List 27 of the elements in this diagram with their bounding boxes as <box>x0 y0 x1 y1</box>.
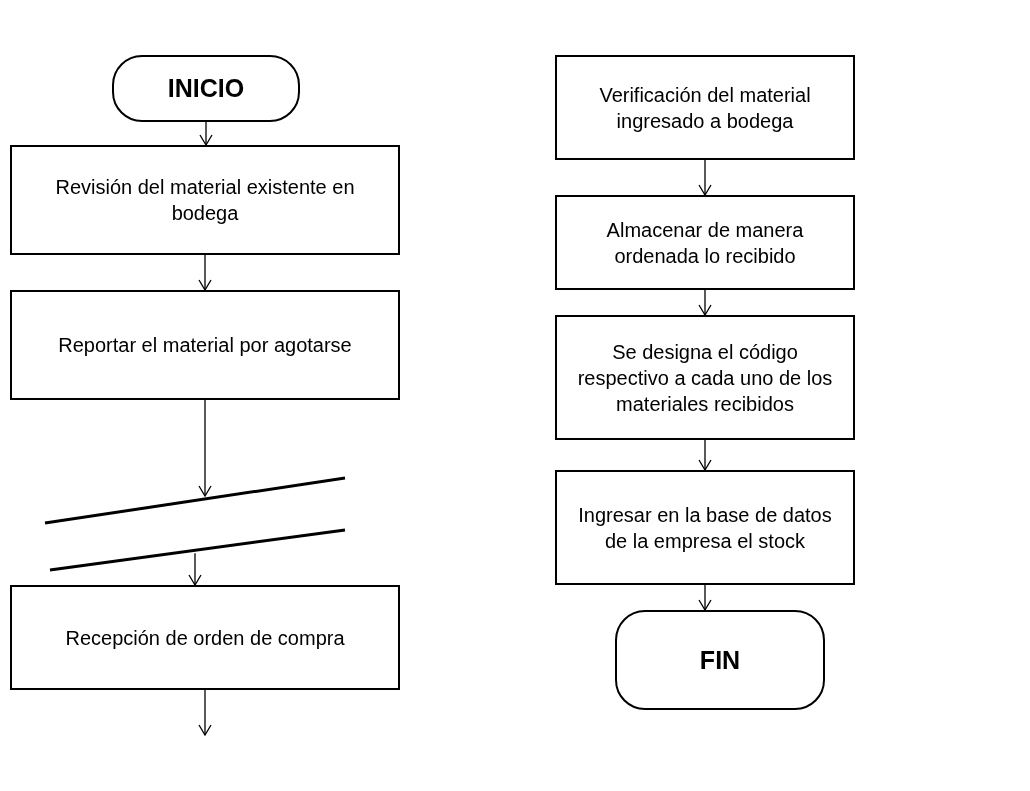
arrow <box>698 159 712 196</box>
process-box <box>10 290 400 400</box>
node-label: Se designa el código respectivo a cada uno de los materiales recibidos <box>576 339 834 417</box>
node-label: FIN <box>699 644 741 676</box>
arrow <box>698 289 712 316</box>
node-label: Ingresar en la base de datos de la empresa el stock <box>577 502 833 554</box>
node-label: INICIO <box>167 73 245 105</box>
process-box <box>10 145 400 255</box>
arrow <box>198 689 212 736</box>
node-label: Recepción de orden de compra <box>65 625 345 651</box>
node-label: Reportar el material por agotarse <box>58 333 352 358</box>
process-box <box>555 55 855 160</box>
process-box <box>555 195 855 290</box>
arrow <box>698 584 712 611</box>
terminal-box <box>615 610 825 710</box>
arrow <box>199 121 213 146</box>
node-label: Revisión del material existente en bodega <box>54 175 356 226</box>
arrow <box>198 254 212 291</box>
arrow <box>698 439 712 471</box>
node-label: Verificación del material ingresado a bodega <box>598 82 812 134</box>
process-box <box>10 585 400 690</box>
arrow <box>188 552 202 586</box>
node-label: Almacenar de manera ordenada lo recibido <box>605 217 805 269</box>
arrow <box>198 399 212 497</box>
process-box <box>555 315 855 440</box>
terminal-box <box>112 55 300 122</box>
process-box <box>555 470 855 585</box>
